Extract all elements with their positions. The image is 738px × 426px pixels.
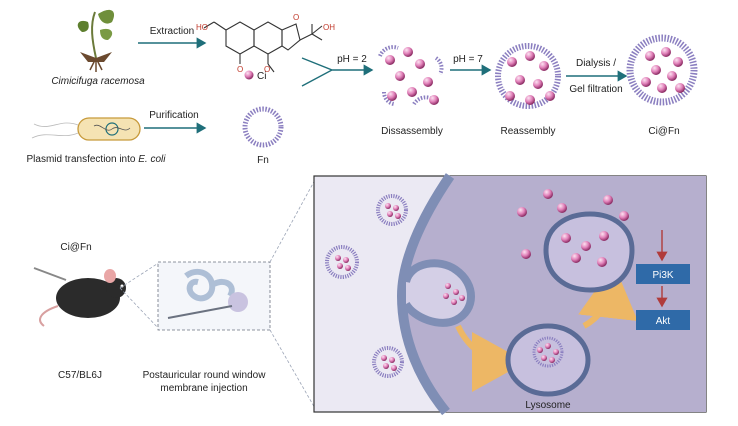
released-ci bbox=[517, 189, 629, 259]
injection-label-line2: membrane injection bbox=[160, 383, 247, 394]
pi3k-label: Pi3K bbox=[652, 270, 673, 281]
ph2-label: pH = 2 bbox=[337, 54, 367, 65]
merge-arrows bbox=[301, 57, 372, 87]
plasmid-label: Plasmid transfection into E. coli bbox=[27, 154, 167, 165]
lysosome bbox=[505, 323, 591, 397]
molecule-atoms: HO O O O OH bbox=[196, 13, 335, 74]
cimicifuga-plant-icon bbox=[77, 9, 115, 72]
akt-label: Akt bbox=[656, 316, 671, 327]
ferritin-cage-icon bbox=[242, 106, 284, 148]
projection-lines bbox=[269, 177, 317, 411]
zoom-lines bbox=[119, 261, 161, 331]
endocytic-vesicle bbox=[402, 259, 475, 327]
cochlea-icon bbox=[167, 268, 248, 319]
svg-text:O: O bbox=[293, 13, 299, 22]
ruptured-lysosome bbox=[543, 211, 635, 293]
ci-molecule-structure bbox=[203, 21, 323, 73]
gel-filtration-label: Gel filtration bbox=[569, 84, 622, 95]
mouse-label: C57/BL6J bbox=[58, 370, 102, 381]
disassembly-particles bbox=[378, 45, 444, 106]
ci-fn-particle bbox=[626, 34, 698, 106]
disassembly-label: Dissassembly bbox=[381, 126, 443, 137]
extracellular-particles bbox=[325, 194, 408, 378]
ci-symbol bbox=[244, 70, 254, 80]
svg-text:O: O bbox=[237, 65, 243, 74]
product-label: Ci@Fn bbox=[648, 126, 679, 137]
ph7-label: pH = 7 bbox=[453, 54, 483, 65]
inner-ear-inset bbox=[157, 261, 271, 331]
lysosome-label: Lysosome bbox=[525, 400, 571, 411]
svg-text:HO: HO bbox=[196, 23, 208, 32]
vesicle-cargo bbox=[443, 283, 465, 305]
svg-text:O: O bbox=[264, 65, 270, 74]
svg-text:OH: OH bbox=[323, 23, 335, 32]
injection-label-line1: Postauricular round window bbox=[143, 370, 267, 381]
reassembly-particle bbox=[495, 43, 561, 109]
pi3k-box bbox=[636, 264, 690, 284]
dialysis-label: Dialysis / bbox=[576, 58, 616, 69]
mouse-icon bbox=[33, 267, 126, 327]
purification-label: Purification bbox=[149, 110, 198, 121]
cell-membrane bbox=[396, 173, 455, 416]
reassembly-label: Reassembly bbox=[500, 126, 555, 137]
extraction-label: Extraction bbox=[150, 26, 194, 37]
fn-label: Fn bbox=[257, 155, 269, 166]
ci-label: Ci bbox=[257, 71, 266, 82]
akt-box bbox=[636, 310, 690, 330]
plant-label: Cimicifuga racemosa bbox=[51, 76, 145, 87]
transport-arrow-1 bbox=[455, 324, 526, 392]
e-coli-bacterium-icon bbox=[31, 117, 141, 141]
injected-label: Ci@Fn bbox=[60, 242, 91, 253]
